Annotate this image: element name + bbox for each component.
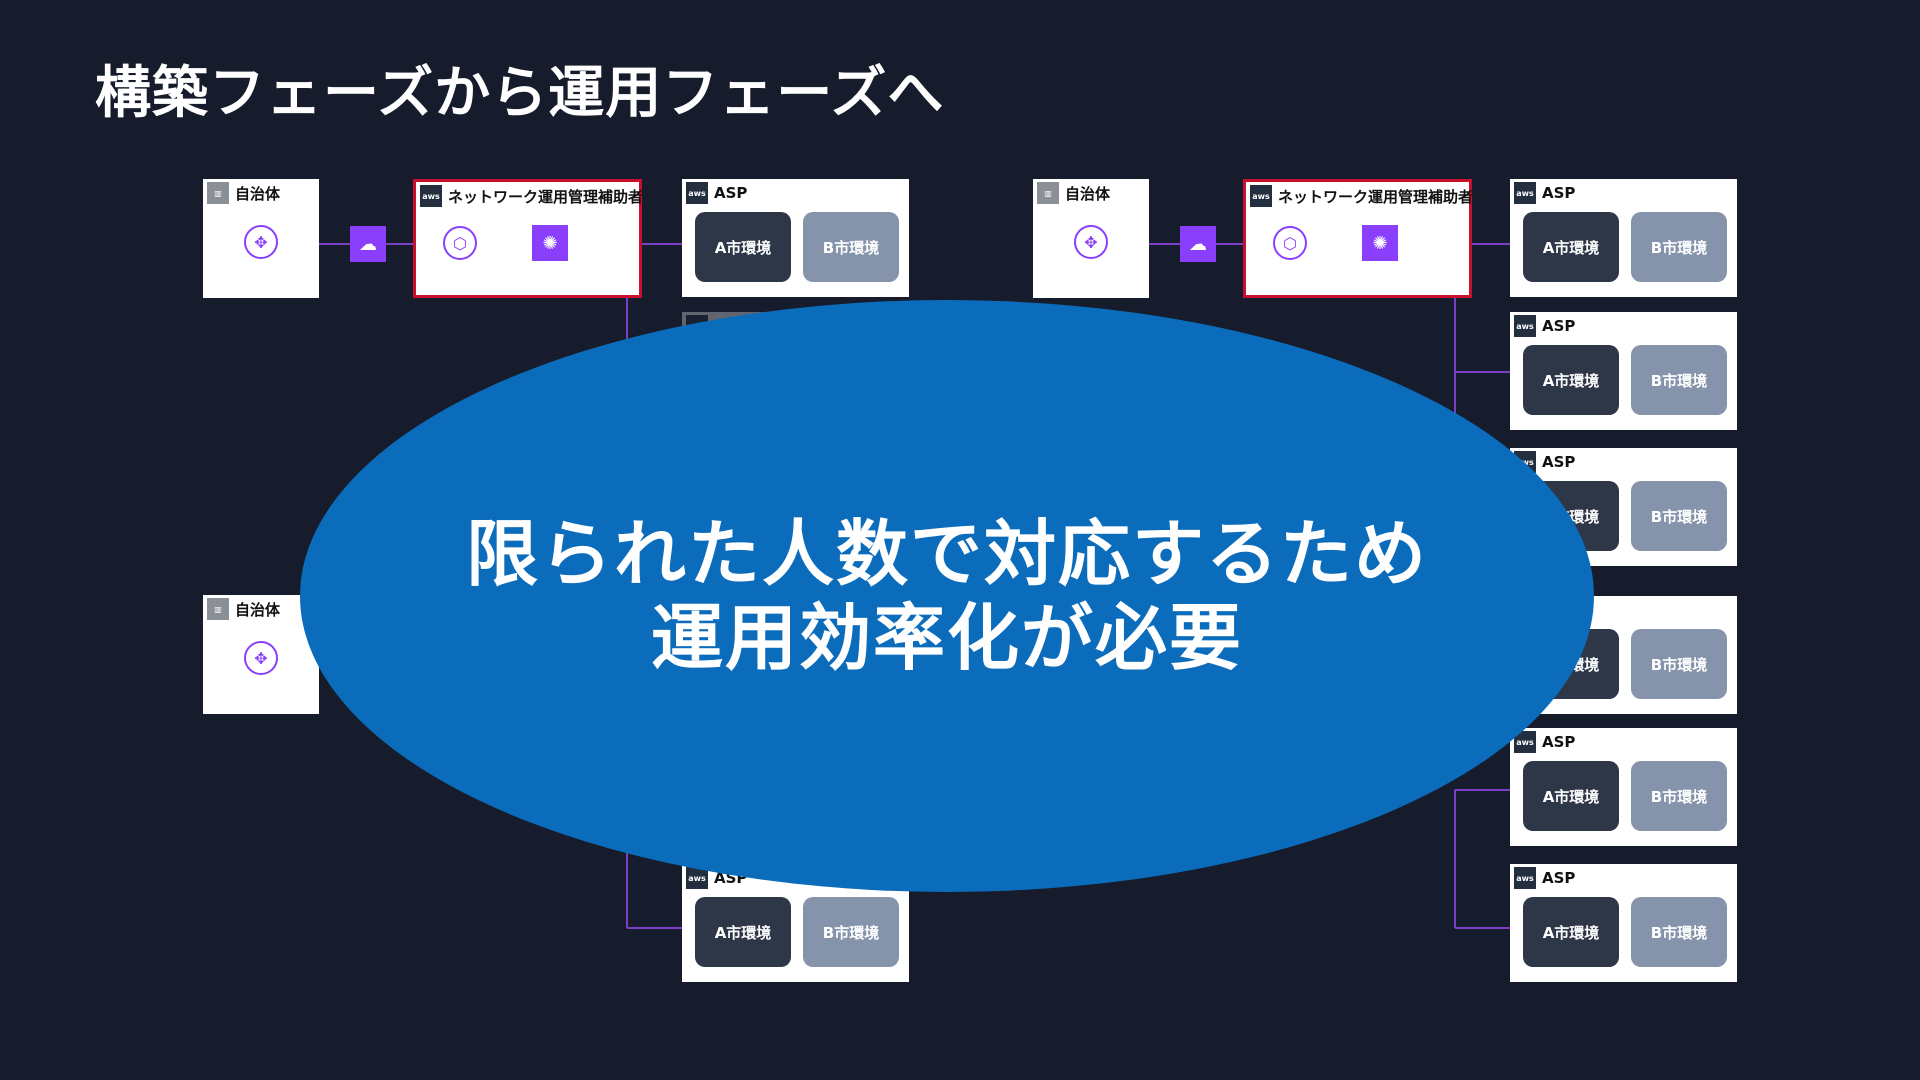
env-b-badge: B市環境 (1631, 212, 1727, 282)
aws-logo-icon: aws (1514, 315, 1536, 337)
cloud-gateway-icon: ☁ (350, 226, 386, 262)
env-b-badge: B市環境 (1631, 345, 1727, 415)
page-title: 構築フェーズから運用フェーズへ (95, 61, 945, 126)
router-icon: ⬡ (443, 226, 477, 260)
env-a-badge: A市環境 (695, 212, 791, 282)
municipality-box: ▥ 自治体 ✥ (1033, 179, 1149, 298)
asp-label: ASP (1542, 869, 1576, 887)
network-helper-box: aws ネットワーク運用管理補助者 ⬡ ✺ (1243, 179, 1474, 298)
municipality-box: ▥ 自治体 ✥ (203, 179, 319, 298)
asp-box: aws ASP A市環境 B市環境 (682, 179, 909, 297)
aws-logo-icon: aws (1514, 731, 1536, 753)
transit-gateway-icon: ✺ (532, 225, 568, 261)
aws-logo-icon: aws (686, 867, 708, 889)
message-overlay: 限られた人数で対応するため 運用効率化が必要 (300, 300, 1594, 892)
asp-label: ASP (1542, 184, 1576, 202)
municipality-box: ▥ 自治体 ✥ (203, 595, 319, 714)
building-icon: ▥ (207, 598, 229, 620)
municipality-label: 自治体 (235, 600, 281, 619)
municipality-label: 自治体 (235, 184, 281, 203)
env-a-badge: A市環境 (695, 897, 791, 967)
env-b-badge: B市環境 (1631, 897, 1727, 967)
aws-logo-icon: aws (1250, 185, 1272, 207)
asp-label: ASP (1542, 317, 1576, 335)
env-b-badge: B市環境 (1631, 761, 1727, 831)
router-icon: ✥ (244, 641, 278, 675)
asp-label: ASP (1542, 733, 1576, 751)
asp-box: aws ASP A市環境 B市環境 (1510, 179, 1737, 297)
env-b-badge: B市環境 (803, 897, 899, 967)
building-icon: ▥ (1037, 182, 1059, 204)
asp-box: aws ASP A市環境 B市環境 (1510, 864, 1737, 982)
env-b-badge: B市環境 (1631, 481, 1727, 551)
aws-logo-icon: aws (1514, 182, 1536, 204)
env-b-badge: B市環境 (1631, 629, 1727, 699)
cloud-gateway-icon: ☁ (1180, 226, 1216, 262)
municipality-label: 自治体 (1065, 184, 1111, 203)
aws-logo-icon: aws (420, 185, 442, 207)
asp-label: ASP (714, 184, 748, 202)
env-a-badge: A市環境 (1523, 345, 1619, 415)
overlay-line-1: 限られた人数で対応するため (465, 512, 1428, 596)
aws-logo-icon: aws (686, 182, 708, 204)
asp-label: ASP (1542, 453, 1576, 471)
asp-box: aws ASP A市環境 B市環境 (1510, 728, 1737, 846)
aws-logo-icon: aws (1514, 867, 1536, 889)
network-helper-box: aws ネットワーク運用管理補助者 ⬡ ✺ (413, 179, 644, 298)
env-a-badge: A市環境 (1523, 212, 1619, 282)
router-icon: ✥ (244, 225, 278, 259)
transit-gateway-icon: ✺ (1362, 225, 1398, 261)
overlay-line-2: 運用効率化が必要 (650, 596, 1243, 680)
env-b-badge: B市環境 (803, 212, 899, 282)
env-a-badge: A市環境 (1523, 897, 1619, 967)
building-icon: ▥ (207, 182, 229, 204)
router-icon: ⬡ (1273, 226, 1307, 260)
asp-box: aws ASP A市環境 B市環境 (1510, 312, 1737, 430)
env-a-badge: A市環境 (1523, 761, 1619, 831)
network-helper-label: ネットワーク運用管理補助者 (448, 187, 644, 206)
network-helper-label: ネットワーク運用管理補助者 (1278, 187, 1474, 206)
router-icon: ✥ (1074, 225, 1108, 259)
